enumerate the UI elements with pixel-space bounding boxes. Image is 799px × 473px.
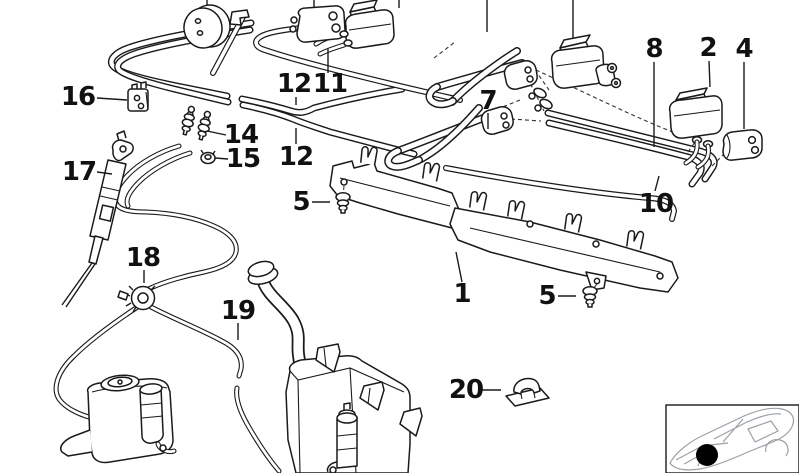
- part-label-17: 17: [61, 157, 97, 187]
- coupling-18: [53, 285, 282, 473]
- check-valve-14a: [181, 105, 196, 136]
- hook-bracket: [229, 9, 250, 26]
- nozzle-17: [61, 130, 239, 308]
- hose-cross-7: [384, 104, 514, 171]
- hose-cross-upper: [425, 47, 538, 109]
- tube-10: [443, 165, 678, 222]
- part-label-8: 8: [645, 34, 663, 64]
- check-valve-14b: [197, 110, 212, 141]
- cable-clip-20: [505, 377, 550, 407]
- reservoir-large: [247, 260, 423, 473]
- part-label-10: 10: [638, 189, 674, 219]
- grommet-5-right: [582, 286, 598, 308]
- part-label-16: 16: [60, 82, 96, 112]
- grommet-5-left: [335, 192, 351, 214]
- grommet-15: [200, 149, 216, 165]
- part-label-19: 19: [220, 296, 256, 326]
- part-label-11: 11: [312, 69, 348, 99]
- clip-16: [127, 81, 149, 112]
- washer-pump-small: [139, 383, 177, 455]
- part-label-12a: 12: [276, 69, 312, 99]
- part-label-7: 7: [479, 86, 497, 116]
- part-label-15: 15: [225, 144, 261, 174]
- part-label-1: 1: [453, 279, 471, 309]
- valve-2: [668, 87, 723, 170]
- bracket-clips: [360, 146, 645, 250]
- part-label-20: 20: [448, 375, 484, 405]
- top-edge-leader-lines: [206, 0, 574, 38]
- part-label-14: 14: [223, 120, 259, 150]
- valve-top-center: [339, 0, 395, 49]
- disc-part: [183, 4, 250, 49]
- part-label-2: 2: [699, 33, 717, 63]
- part-label-12b: 12: [278, 142, 314, 172]
- valve-6: [528, 34, 622, 112]
- reservoir-small: [60, 374, 177, 464]
- washer-pump-large: [326, 402, 358, 473]
- silencer-4: [722, 129, 763, 161]
- location-marker-dot: [696, 444, 718, 466]
- connector-11: [289, 5, 346, 43]
- part-label-5a: 5: [292, 187, 310, 217]
- label-leader-lines: [96, 49, 745, 391]
- part-label-5b: 5: [538, 281, 556, 311]
- car-location-inset: [665, 404, 799, 473]
- part-label-18: 18: [125, 243, 161, 273]
- bracket-1: [329, 146, 679, 293]
- part-label-4: 4: [735, 34, 753, 64]
- short-hose: [210, 14, 246, 76]
